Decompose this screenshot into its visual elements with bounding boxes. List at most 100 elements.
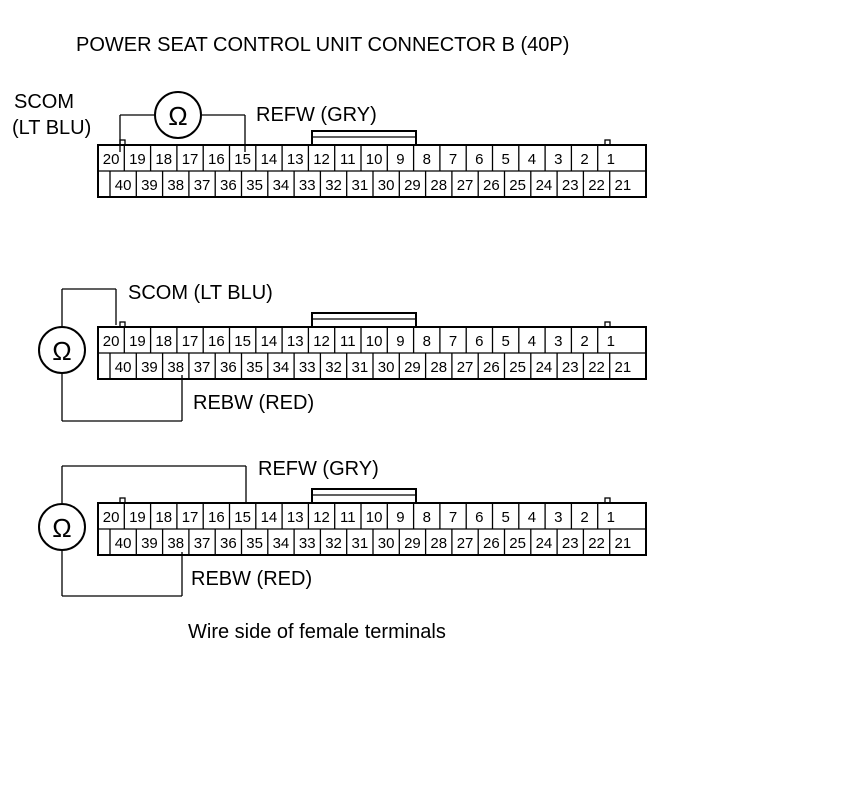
pin-label: 14: [261, 151, 278, 168]
pin-label: 13: [287, 509, 304, 526]
pin-label: 25: [509, 177, 526, 194]
pin-label: 36: [220, 177, 237, 194]
pin-label: 38: [167, 359, 184, 376]
pin-label: 8: [423, 509, 431, 526]
ohmmeter-circle: [38, 503, 86, 551]
pin-label: 37: [194, 177, 211, 194]
pin-label: 12: [313, 509, 330, 526]
pin-label: 38: [167, 177, 184, 194]
connector-latch: [311, 312, 417, 327]
pin-label: 32: [325, 359, 342, 376]
ohmmeter-circle: [38, 326, 86, 374]
pin-label: 5: [501, 333, 509, 350]
pin-label: 30: [378, 177, 395, 194]
pin-label: 39: [141, 359, 158, 376]
pin-label: 24: [536, 359, 553, 376]
pin-label: 22: [588, 359, 605, 376]
ohm-symbol-icon: Ω: [52, 336, 71, 366]
pin-label: 12: [313, 151, 330, 168]
pin-label: 17: [182, 509, 199, 526]
connector-latch: [311, 130, 417, 145]
pin-label: 27: [457, 177, 474, 194]
diagram-title: POWER SEAT CONTROL UNIT CONNECTOR B (40P…: [76, 34, 569, 56]
pin-label: 3: [554, 509, 562, 526]
pin-label: 25: [509, 535, 526, 552]
pin-label: 33: [299, 535, 316, 552]
pin-label: 10: [366, 333, 383, 350]
pin-label: 8: [423, 151, 431, 168]
pin-label: 4: [528, 151, 536, 168]
pin-label: 26: [483, 359, 500, 376]
pin-label: 18: [155, 509, 172, 526]
pin-label: 10: [366, 509, 383, 526]
pin-label: 39: [141, 535, 158, 552]
pin-label: 32: [325, 535, 342, 552]
caption: Wire side of female terminals: [188, 621, 446, 643]
pin-label: 35: [246, 535, 263, 552]
pin-label: 8: [423, 333, 431, 350]
pin-label: 16: [208, 509, 225, 526]
pin-label: 23: [562, 359, 579, 376]
pin-label: 28: [430, 177, 447, 194]
pin-label: 20: [103, 151, 120, 168]
pin-label: 29: [404, 359, 421, 376]
scom-label: SCOM (LT BLU): [128, 282, 273, 304]
scom-label-line1: SCOM: [14, 91, 74, 113]
pin-label: 27: [457, 535, 474, 552]
ohm-symbol-icon: Ω: [168, 101, 187, 131]
pin-label: 23: [562, 535, 579, 552]
pin-label: 27: [457, 359, 474, 376]
pin-label: 28: [430, 535, 447, 552]
pin-label: 32: [325, 177, 342, 194]
pin-label: 40: [115, 177, 132, 194]
pin-label: 33: [299, 177, 316, 194]
pin-label: 20: [103, 509, 120, 526]
pin-label: 6: [475, 333, 483, 350]
pin-label: 11: [340, 509, 356, 526]
ohmmeter: Ω: [38, 326, 86, 374]
pin-label: 22: [588, 535, 605, 552]
pin-label: 34: [273, 177, 290, 194]
pin-label: 18: [155, 151, 172, 168]
refw-label: REFW (GRY): [258, 458, 379, 480]
pin-label: 19: [129, 509, 146, 526]
pin-label: 18: [155, 333, 172, 350]
pin-label: 7: [449, 509, 457, 526]
pin-label: 7: [449, 151, 457, 168]
pin-label: 28: [430, 359, 447, 376]
pin-label: 40: [115, 535, 132, 552]
pin-label: 7: [449, 333, 457, 350]
pin-label: 37: [194, 535, 211, 552]
pin-label: 21: [615, 535, 632, 552]
pin-label: 16: [208, 333, 225, 350]
guide-tab: [604, 497, 611, 504]
ohmmeter: Ω: [38, 503, 86, 551]
pin-label: 1: [607, 151, 615, 168]
pin-label: 31: [352, 535, 369, 552]
pin-label: 4: [528, 509, 536, 526]
pin-label: 23: [562, 177, 579, 194]
pin-label: 25: [509, 359, 526, 376]
scom-label-line2: (LT BLU): [12, 117, 91, 139]
pin-label: 11: [340, 333, 356, 350]
pin-label: 9: [396, 509, 404, 526]
pin-label: 34: [273, 359, 290, 376]
pin-label: 2: [580, 509, 588, 526]
pin-label: 5: [501, 509, 509, 526]
pin-label: 5: [501, 151, 509, 168]
pin-label: 21: [615, 359, 632, 376]
pin-label: 15: [234, 333, 251, 350]
pin-label: 4: [528, 333, 536, 350]
pin-label: 16: [208, 151, 225, 168]
pin-label: 38: [167, 535, 184, 552]
pin-label: 20: [103, 333, 120, 350]
ohm-symbol-icon: Ω: [52, 513, 71, 543]
pin-label: 14: [261, 333, 278, 350]
pin-label: 35: [246, 359, 263, 376]
connector-latch: [311, 488, 417, 503]
pin-label: 13: [287, 333, 304, 350]
